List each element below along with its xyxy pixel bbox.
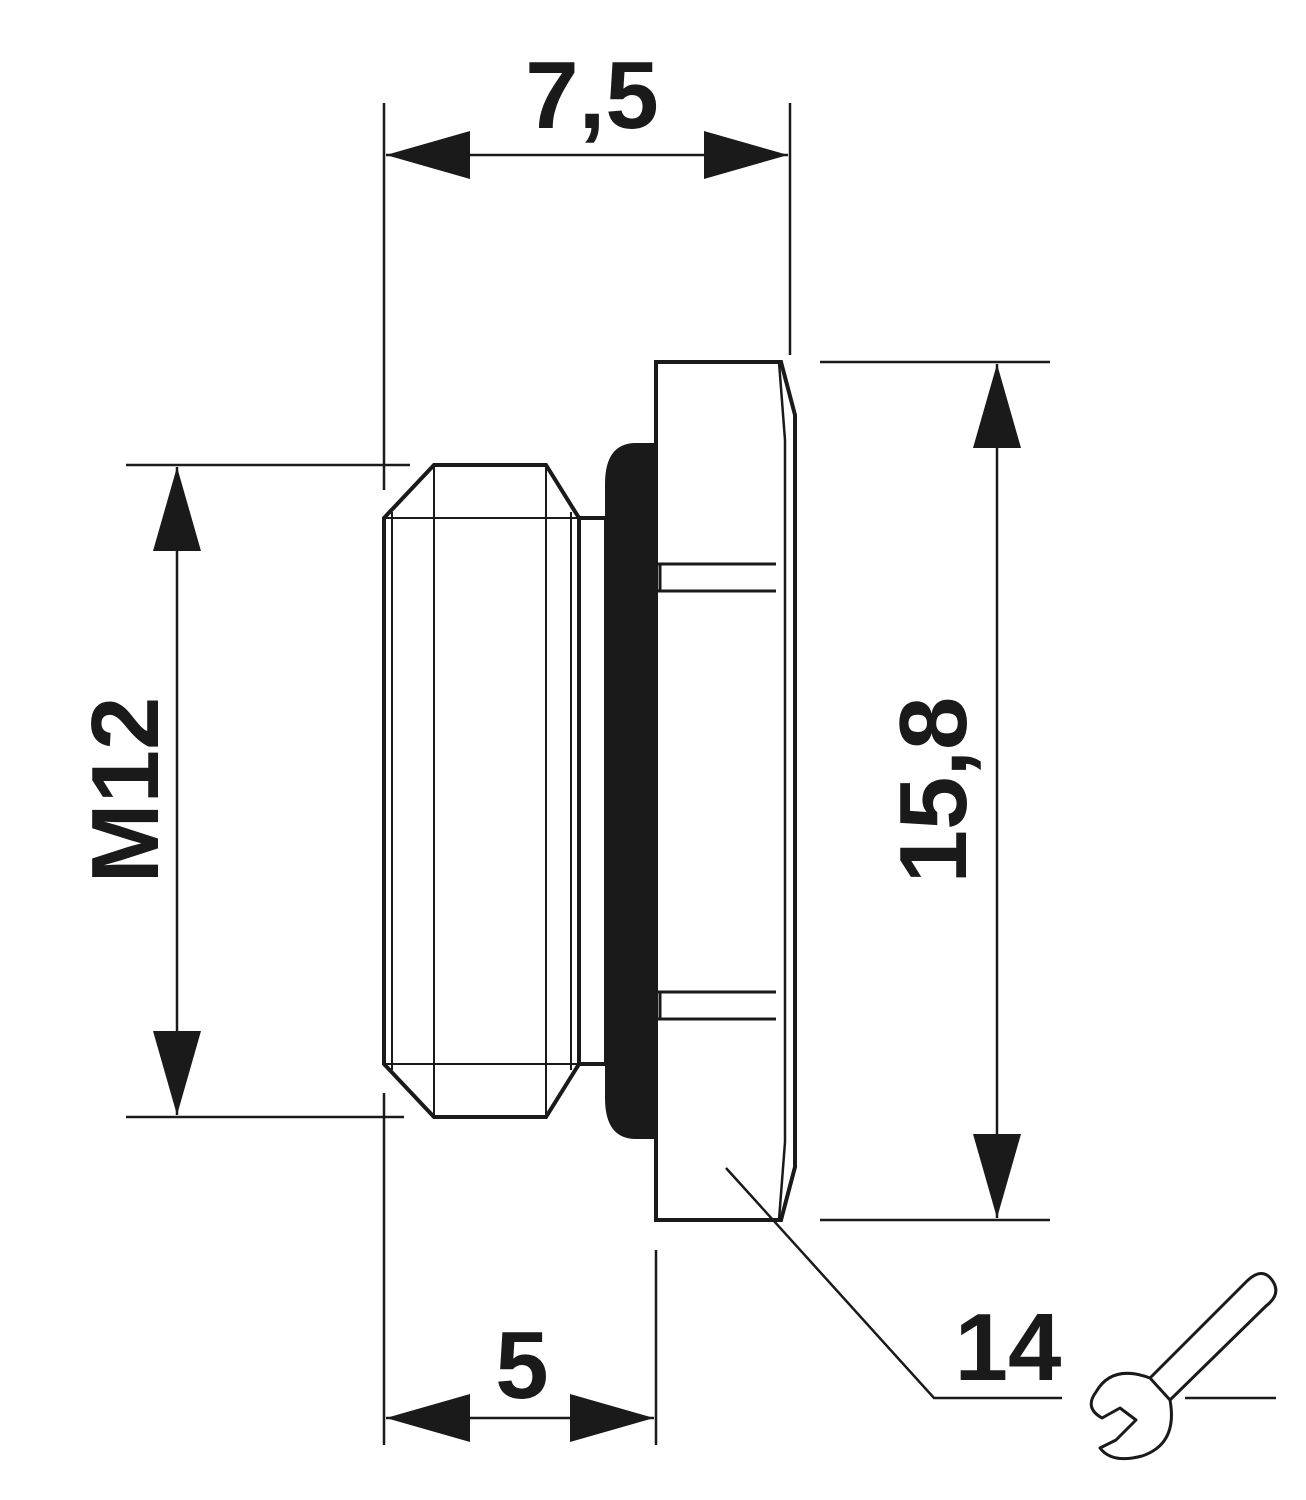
- wrench-icon: [1089, 1272, 1278, 1461]
- arrowhead: [973, 364, 1021, 448]
- arrowhead: [386, 1394, 470, 1442]
- hex-flange-inner-contour: [777, 361, 787, 1221]
- arrowhead: [570, 1394, 654, 1442]
- wrench-size-leader: [725, 1167, 1062, 1400]
- flange-diameter-label: 15,8: [880, 697, 987, 884]
- extension-lines: [126, 103, 1050, 1445]
- blanking-plug-outline: [382, 360, 797, 1222]
- thread-length-label: 5: [495, 1312, 548, 1419]
- seal-ring: [605, 443, 657, 1139]
- arrowhead: [386, 131, 470, 179]
- hex-flange: [654, 360, 797, 1222]
- wrench-size-label: 14: [955, 1294, 1062, 1401]
- shank-edge-lines: [384, 465, 579, 1117]
- arrowhead: [153, 467, 201, 551]
- hex-flats: [658, 562, 776, 1021]
- arrowhead: [704, 131, 788, 179]
- threaded-shank: [382, 463, 581, 1119]
- arrowhead: [973, 1134, 1021, 1218]
- thread-size-label: M12: [72, 697, 179, 884]
- arrowhead: [153, 1031, 201, 1115]
- overall-length-label: 7,5: [525, 42, 658, 149]
- shank-neck: [579, 516, 608, 1066]
- dimension-arrows: [153, 131, 1021, 1442]
- dimension-lines: [175, 153, 999, 1420]
